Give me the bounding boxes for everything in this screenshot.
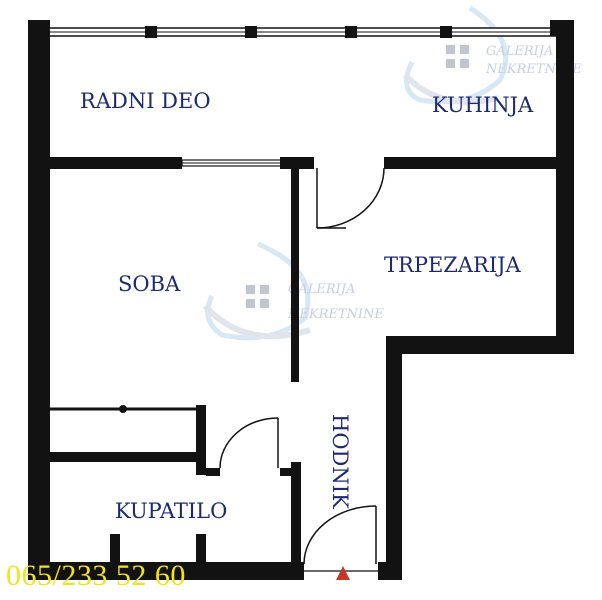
watermark-line1: GALERIJA <box>288 282 355 297</box>
door-entrance <box>303 505 377 565</box>
watermark-line2: NEKRETNINE <box>287 307 384 322</box>
inner-window <box>181 159 283 167</box>
contact-phone: 065/233 52 60 <box>6 559 186 592</box>
door-trpezarija <box>316 167 385 229</box>
room-label-radni-deo: RADNI DEO <box>80 89 211 113</box>
top-window <box>47 26 559 38</box>
watermark-arc <box>402 72 499 105</box>
grid-logo-icon <box>446 45 469 68</box>
room-label-hodnik: HODNIK <box>328 414 352 509</box>
entrance-arrow-icon <box>336 566 350 580</box>
room-label-soba: SOBA <box>118 272 181 296</box>
interior-walls <box>28 157 574 572</box>
door-kupatilo <box>219 417 279 469</box>
room-label-trpezarija: TRPEZARIJA <box>384 253 522 277</box>
shelf <box>44 405 196 413</box>
watermark-swoosh <box>404 5 509 105</box>
room-label-kuhinja: KUHINJA <box>432 93 534 117</box>
watermark-line1: GALERIJA <box>486 44 553 59</box>
grid-logo-icon <box>246 285 269 308</box>
room-label-kupatilo: KUPATILO <box>115 499 227 523</box>
